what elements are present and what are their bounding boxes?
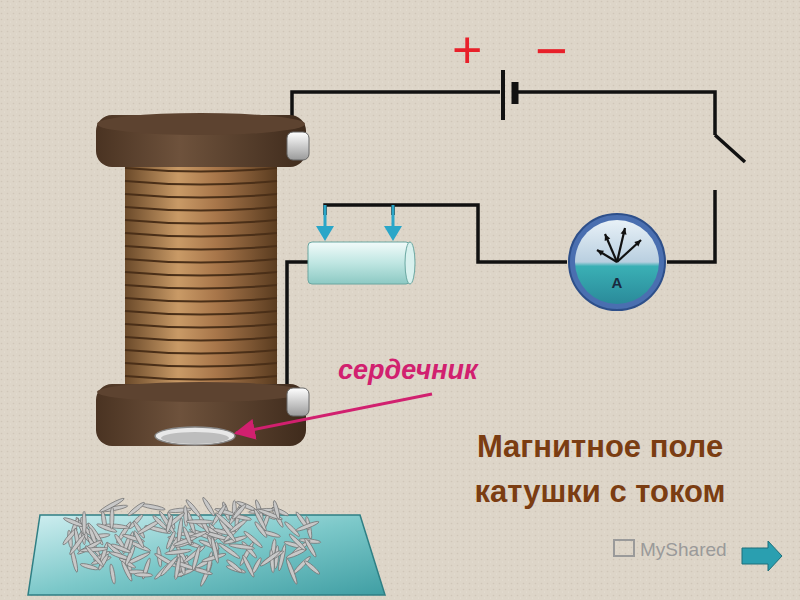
iron-filing xyxy=(253,521,268,539)
winding xyxy=(125,376,277,380)
winding xyxy=(125,337,277,341)
iron-filing xyxy=(277,544,287,571)
winding xyxy=(125,298,277,302)
winding xyxy=(125,233,277,237)
iron-filing xyxy=(165,548,192,555)
iron-filing xyxy=(120,560,133,582)
iron-filing xyxy=(210,536,220,563)
title: Магнитное поле катушки с током xyxy=(425,425,775,515)
winding xyxy=(125,168,277,172)
iron-filing xyxy=(173,535,198,547)
winding xyxy=(125,272,277,276)
iron-filing xyxy=(182,526,193,546)
winding xyxy=(125,207,277,211)
iron-filing xyxy=(285,558,299,585)
winding xyxy=(125,246,277,250)
iron-filing xyxy=(110,543,131,554)
core-label: сердечник xyxy=(338,356,478,386)
iron-filing xyxy=(288,533,307,552)
iron-filing xyxy=(110,507,115,529)
winding xyxy=(125,350,277,354)
iron-filing xyxy=(127,501,146,517)
iron-filing xyxy=(174,556,182,579)
winding xyxy=(125,324,277,328)
winding xyxy=(125,363,277,367)
iron-filing xyxy=(82,511,86,534)
iron-filing xyxy=(80,562,99,571)
iron-filing xyxy=(165,515,174,533)
iron-filing xyxy=(198,515,211,535)
iron-filing xyxy=(231,503,247,520)
iron-filing xyxy=(63,516,84,528)
ammeter-dial xyxy=(567,212,667,312)
watermark: MyShared xyxy=(640,540,727,561)
winding xyxy=(125,194,277,198)
iron-filing xyxy=(303,560,320,576)
iron-filing xyxy=(226,559,244,574)
iron-filing xyxy=(295,520,319,533)
ammeter: A xyxy=(567,212,667,312)
iron-filing xyxy=(109,564,116,585)
iron-filing xyxy=(134,572,152,577)
iron-filing xyxy=(272,500,281,520)
iron-filing xyxy=(241,554,255,578)
winding xyxy=(125,181,277,185)
iron-filing xyxy=(152,514,169,530)
iron-filing xyxy=(303,537,317,558)
winding xyxy=(125,311,277,315)
iron-filing xyxy=(80,547,108,553)
iron-filing xyxy=(201,496,216,516)
iron-filing xyxy=(183,505,188,526)
winding xyxy=(125,259,277,263)
iron-filing xyxy=(84,545,105,568)
iron-filing xyxy=(96,522,117,533)
iron-filing xyxy=(206,551,214,572)
iron-filing xyxy=(259,549,281,567)
iron-filing xyxy=(133,530,146,549)
winding xyxy=(125,285,277,289)
plus-sign: + xyxy=(452,22,482,79)
iron-filing xyxy=(186,520,214,524)
iron-filing xyxy=(229,543,255,550)
ammeter-letter: A xyxy=(567,274,667,292)
minus-sign: − xyxy=(535,20,568,82)
winding xyxy=(125,220,277,224)
iron-filing xyxy=(191,545,201,571)
iron-filing xyxy=(165,530,177,549)
